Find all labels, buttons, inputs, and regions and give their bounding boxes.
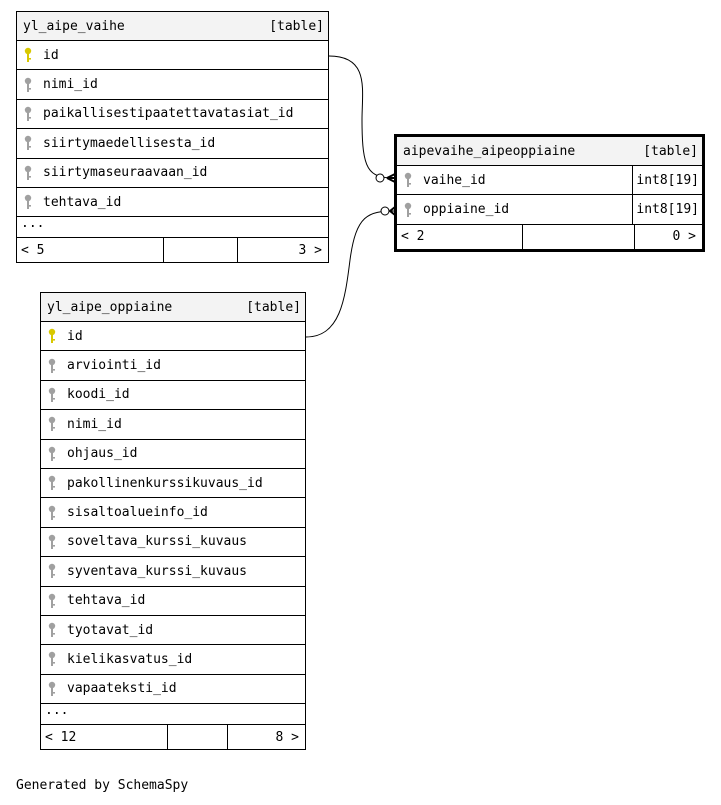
table-name: yl_aipe_vaihe (23, 18, 125, 34)
column-name: siirtymaedellisesta_id (43, 135, 216, 151)
table-kind: [table] (269, 18, 324, 34)
table-header[interactable]: yl_aipe_oppiaine [table] (41, 293, 305, 322)
parents-count[interactable]: < 5 (17, 238, 164, 263)
column-name: soveltava_kurssi_kuvaus (67, 534, 248, 550)
table-footer: < 5 3 > (17, 238, 328, 263)
key-icon (47, 505, 67, 521)
key-icon (47, 358, 67, 374)
key-icon (23, 165, 43, 181)
column-name: id (67, 328, 83, 344)
column-row[interactable]: vapaateksti_id (41, 675, 305, 705)
key-icon (47, 681, 67, 697)
relation-vaihe-many-marker (386, 173, 396, 183)
column-name: ohjaus_id (67, 446, 138, 462)
column-row[interactable]: siirtymaseuraavaan_id (17, 159, 328, 188)
table-name: aipevaihe_aipeoppiaine (403, 143, 576, 159)
children-count[interactable]: 8 > (275, 729, 299, 745)
column-row[interactable]: sisaltoalueinfo_id (41, 498, 305, 528)
column-row[interactable]: pakollinenkurssikuvaus_id (41, 469, 305, 499)
more-columns: ... (17, 217, 328, 239)
key-icon (47, 475, 67, 491)
key-icon (47, 593, 67, 609)
key-icon (23, 106, 43, 122)
column-type: int8[19] (632, 195, 702, 224)
footer-spacer (164, 238, 238, 263)
column-name: pakollinenkurssikuvaus_id (67, 475, 263, 491)
column-row[interactable]: koodi_id (41, 381, 305, 411)
column-row[interactable]: nimi_id (41, 410, 305, 440)
column-row[interactable]: syventava_kurssi_kuvaus (41, 557, 305, 587)
relation-vaihe-optional-marker (375, 173, 385, 183)
column-name: nimi_id (67, 416, 122, 432)
column-name: sisaltoalueinfo_id (67, 505, 208, 521)
relation-vaihe-link (328, 55, 396, 179)
column-name: arviointi_id (67, 358, 161, 374)
column-name: syventava_kurssi_kuvaus (67, 563, 248, 579)
column-row[interactable]: tehtava_id (41, 587, 305, 616)
column-row[interactable]: tyotavat_id (41, 616, 305, 646)
key-icon (47, 446, 67, 462)
column-name: nimi_id (43, 77, 98, 93)
column-type: int8[19] (632, 166, 702, 195)
table-name: yl_aipe_oppiaine (47, 299, 173, 315)
footer-spacer (168, 725, 228, 750)
column-row[interactable]: oppiaine_id int8[19] (397, 195, 702, 225)
primary-key-icon (47, 328, 67, 344)
key-icon (47, 622, 67, 638)
column-name: kielikasvatus_id (67, 651, 193, 667)
key-icon (403, 172, 423, 188)
column-row[interactable]: id (17, 41, 328, 71)
column-row[interactable]: id (41, 322, 305, 352)
key-icon (47, 534, 67, 550)
parents-count[interactable]: < 12 (41, 725, 168, 750)
children-count[interactable]: 3 > (298, 242, 322, 258)
column-row[interactable]: paikallisestipaatettavatasiat_id (17, 100, 328, 130)
table-yl-aipe-vaihe[interactable]: yl_aipe_vaihe [table] id nimi_id paikallis… (16, 11, 329, 264)
column-row[interactable]: tehtava_id (17, 188, 328, 218)
key-icon (23, 135, 43, 151)
key-icon (47, 387, 67, 403)
key-icon (23, 194, 43, 210)
generated-by-note: Generated by SchemaSpy (16, 778, 189, 793)
column-name: koodi_id (67, 387, 130, 403)
column-row[interactable]: ohjaus_id (41, 440, 305, 469)
column-row[interactable]: nimi_id (17, 70, 328, 100)
children-count[interactable]: 0 > (672, 229, 696, 245)
primary-key-icon (23, 47, 43, 63)
column-name: tehtava_id (43, 194, 122, 210)
key-icon (47, 651, 67, 667)
key-icon (47, 416, 67, 432)
column-row[interactable]: siirtymaedellisesta_id (17, 129, 328, 159)
column-name: vapaateksti_id (67, 681, 177, 697)
footer-spacer (523, 224, 635, 249)
key-icon (403, 202, 423, 218)
table-kind: [table] (246, 299, 301, 315)
column-row[interactable]: kielikasvatus_id (41, 645, 305, 675)
table-footer: < 2 0 > (397, 224, 702, 249)
relation-oppiaine-link (305, 210, 396, 338)
column-name: tyotavat_id (67, 622, 154, 638)
more-columns: ... (41, 704, 305, 726)
parents-count[interactable]: < 2 (397, 224, 523, 249)
column-name: paikallisestipaatettavatasiat_id (43, 106, 294, 122)
table-header[interactable]: yl_aipe_vaihe [table] (17, 12, 328, 41)
column-name: vaihe_id (423, 172, 486, 188)
table-header[interactable]: aipevaihe_aipeoppiaine [table] (397, 137, 702, 166)
column-name: tehtava_id (67, 593, 146, 609)
column-name: oppiaine_id (423, 202, 510, 218)
table-footer: < 12 8 > (41, 725, 305, 750)
key-icon (47, 563, 67, 579)
column-row[interactable]: vaihe_id int8[19] (397, 166, 702, 196)
column-name: siirtymaseuraavaan_id (43, 165, 208, 181)
key-icon (23, 77, 43, 93)
table-kind: [table] (643, 143, 698, 159)
column-row[interactable]: soveltava_kurssi_kuvaus (41, 528, 305, 558)
relation-oppiaine-optional-marker (380, 206, 390, 216)
column-name: id (43, 47, 59, 63)
column-row[interactable]: arviointi_id (41, 351, 305, 381)
